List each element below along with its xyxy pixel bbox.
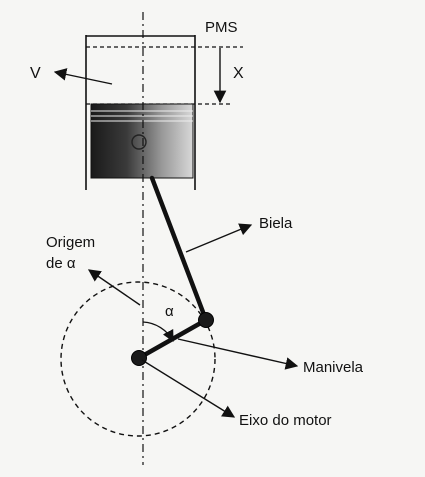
- biela-arrow: [185, 223, 253, 253]
- eixo-arrow: [141, 359, 236, 418]
- crank-pin-joint: [198, 312, 214, 328]
- angle-origin-label-line2: de α: [46, 255, 76, 272]
- angle-arc: [142, 321, 174, 343]
- piston: [90, 103, 194, 179]
- crank-circle: [60, 281, 216, 437]
- velocity-label: V: [30, 65, 41, 82]
- angle-origin-arrow: [87, 269, 141, 306]
- biela-label: Biela: [259, 215, 293, 232]
- engine-axis-joint: [131, 350, 147, 366]
- manivela-arrow: [177, 338, 299, 370]
- angle-origin-label-line1: Origem: [46, 234, 95, 251]
- manivela-label: Manivela: [303, 359, 364, 376]
- eixo-label: Eixo do motor: [239, 412, 332, 429]
- connecting-rod: [149, 175, 209, 323]
- velocity-arrow: [53, 68, 113, 85]
- piston-pin: [131, 134, 147, 150]
- displacement-label: X: [233, 65, 244, 82]
- pms-label: PMS: [205, 19, 238, 36]
- angle-label: α: [165, 303, 174, 320]
